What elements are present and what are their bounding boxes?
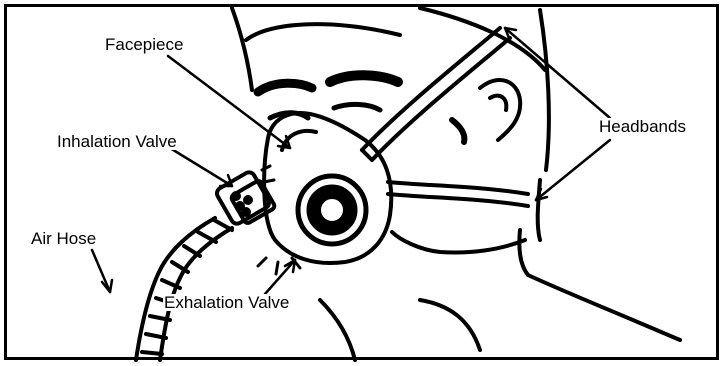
- label-exhalation-valve: Exhalation Valve: [163, 294, 290, 311]
- label-air-hose: Air Hose: [30, 230, 97, 247]
- label-headbands: Headbands: [598, 118, 687, 135]
- label-facepiece: Facepiece: [104, 36, 184, 53]
- label-inhalation-valve: Inhalation Valve: [56, 133, 178, 150]
- figure-border: [4, 4, 719, 360]
